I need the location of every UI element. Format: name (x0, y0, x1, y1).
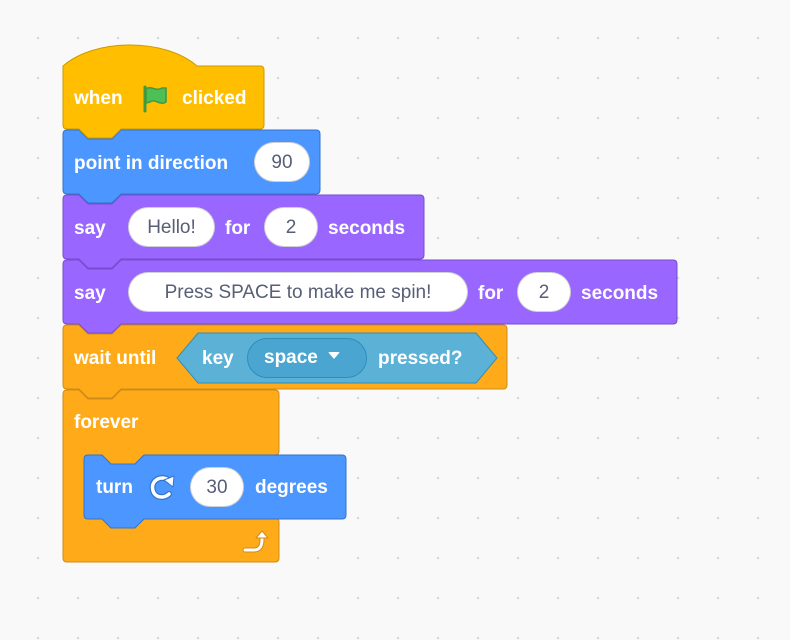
point-in-direction-label: point in direction (74, 153, 229, 174)
green-flag-icon (143, 85, 167, 113)
rotate-clockwise-icon (149, 475, 175, 501)
key-dropdown[interactable]: space (247, 338, 367, 378)
say-seconds-input-1[interactable]: 2 (264, 207, 318, 247)
say-label-1: say (74, 218, 106, 239)
turn-label: turn (96, 477, 133, 498)
say-message-input-1[interactable]: Hello! (128, 207, 215, 247)
key-dropdown-value: space (264, 347, 318, 368)
direction-input[interactable]: 90 (254, 142, 310, 182)
loop-arrow-icon (242, 530, 269, 553)
pressed-label: pressed? (378, 348, 463, 369)
say-seconds-input-2[interactable]: 2 (517, 272, 571, 312)
say-for-label-1: for (225, 218, 251, 239)
degrees-label: degrees (255, 477, 328, 498)
wait-until-label: wait until (74, 348, 157, 369)
clicked-label: clicked (182, 88, 247, 109)
say-for-label-2: for (478, 283, 504, 304)
forever-label: forever (74, 412, 139, 433)
say-label-2: say (74, 283, 106, 304)
say-seconds-label-1: seconds (328, 218, 406, 239)
say-message-input-2[interactable]: Press SPACE to make me spin! (128, 272, 468, 312)
key-label: key (202, 348, 234, 369)
dropdown-arrow-icon (327, 352, 340, 360)
degrees-input[interactable]: 30 (190, 467, 244, 507)
say-seconds-label-2: seconds (581, 283, 659, 304)
when-label: when (74, 88, 123, 109)
point-direction-block-shape[interactable] (62, 129, 321, 204)
